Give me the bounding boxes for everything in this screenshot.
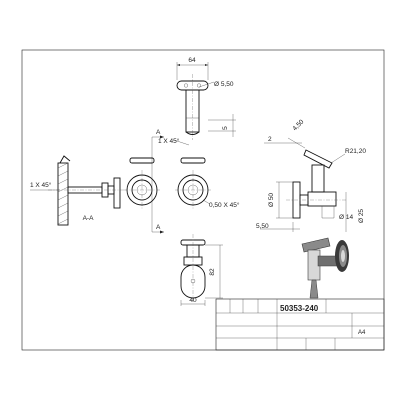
section-label: A-A [83,215,95,222]
bottom-view: 82 40 [180,234,223,306]
section-marker-top: A [156,129,161,136]
side-view: 2 4,50 R21,20 Ø 50 5,50 Ø 14 Ø 25 [256,118,366,232]
front-view-bracket: 1 X 45° 0,50 X 45° [158,137,240,210]
side-dia14-dim: Ø 14 [339,214,353,221]
top-width-dim: 64 [188,57,196,64]
sheet-format: A4 [358,330,366,336]
product-render [301,237,349,299]
section-chamfer-dim: 1 X 45° [30,181,52,189]
top-height-dim: 5 [222,126,229,130]
side-d2-dim: 2 [268,136,272,143]
side-dia25-dim: Ø 25 [358,209,365,223]
section-view: 1 X 45° A-A [30,155,126,226]
section-marker-bottom: A [156,224,161,231]
section-markers: A A [151,129,164,234]
bottom-width-dim: 40 [189,297,197,304]
front-chamfer-top-dim: 1 X 45° [158,137,180,145]
front-view-flange [124,157,160,210]
top-view: 64 Ø 5,50 5 [176,57,236,140]
drawing-border [21,49,385,351]
top-hole-dim: Ø 5,50 [214,81,234,88]
side-d550-dim: 5,50 [256,223,269,230]
side-radius-dim: R21,20 [345,148,366,155]
front-chamfer-side-dim: 0,50 X 45° [209,201,240,209]
side-dia50-dim: Ø 50 [268,193,275,207]
bottom-height-dim: 82 [209,268,216,276]
title-block: 50353-240 A4 [215,298,385,351]
side-angle-dim: 4,50 [291,118,305,132]
part-number: 50353-240 [280,304,319,313]
